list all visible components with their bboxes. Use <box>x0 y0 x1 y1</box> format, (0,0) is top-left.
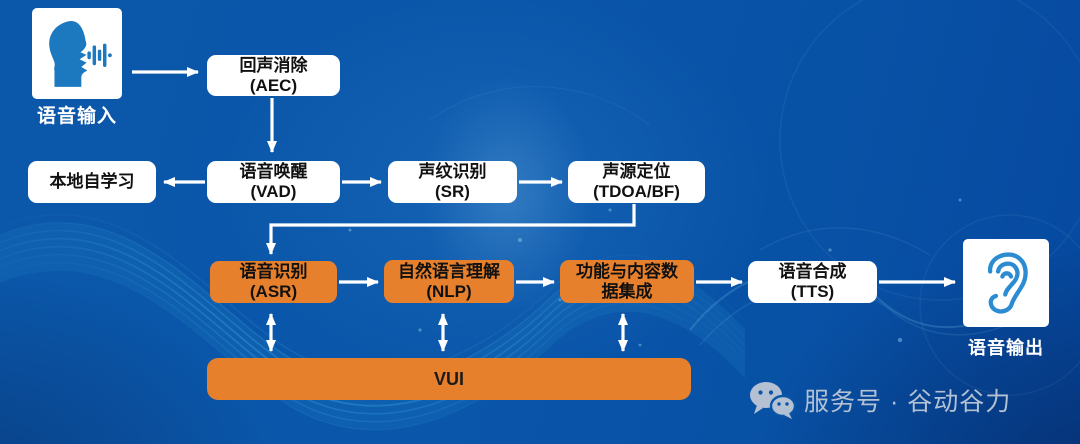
tts-box: 语音合成 (TTS) <box>748 261 877 303</box>
aec-box: 回声消除 (AEC) <box>207 55 340 96</box>
speaking-head-icon <box>49 20 112 87</box>
vad-box: 语音唤醒 (VAD) <box>207 161 340 203</box>
voice-output-card <box>963 239 1049 327</box>
nlp-line2: (NLP) <box>426 281 472 301</box>
sr-line1: 声纹识别 <box>418 162 487 181</box>
sr-line2: (SR) <box>435 182 470 201</box>
asr-box: 语音识别 (ASR) <box>210 261 337 303</box>
aec-line2: (AEC) <box>249 75 298 95</box>
arrow-tdoa-to-asr <box>266 204 636 255</box>
tdoa-line2: (TDOA/BF) <box>593 182 680 201</box>
vad-line2: (VAD) <box>250 182 297 201</box>
nlp-box: 自然语言理解 (NLP) <box>384 260 514 303</box>
vui-label: VUI <box>433 369 464 389</box>
vad-line1: 语音唤醒 <box>239 162 308 181</box>
brand-text: 服务号 · 谷动谷力 <box>804 388 1012 416</box>
local-learning-line1: 本地自学习 <box>49 172 135 191</box>
nlp-line1: 自然语言理解 <box>398 261 500 281</box>
voice-input-label: 语音输入 <box>36 106 117 127</box>
vui-box: VUI <box>207 358 691 400</box>
aec-line1: 回声消除 <box>239 55 308 75</box>
voice-output-label: 语音输出 <box>968 338 1044 358</box>
integration-line1: 功能与内容数 <box>576 261 678 281</box>
tts-line2: (TTS) <box>790 282 835 301</box>
asr-line1: 语音识别 <box>239 262 308 281</box>
tdoa-box: 声源定位 (TDOA/BF) <box>568 161 705 203</box>
ear-icon <box>988 252 1028 314</box>
sr-box: 声纹识别 (SR) <box>388 161 517 203</box>
integration-line2: 据集成 <box>601 281 653 301</box>
voice-input-card <box>32 8 122 99</box>
wechat-icon <box>750 382 796 419</box>
tdoa-line1: 声源定位 <box>602 162 671 181</box>
asr-line2: (ASR) <box>249 282 298 301</box>
tts-line1: 语音合成 <box>778 262 847 281</box>
local-learning-box: 本地自学习 <box>28 161 156 203</box>
wechat-branding: 服务号 · 谷动谷力 <box>748 380 1011 420</box>
integration-box: 功能与内容数 据集成 <box>560 260 694 303</box>
